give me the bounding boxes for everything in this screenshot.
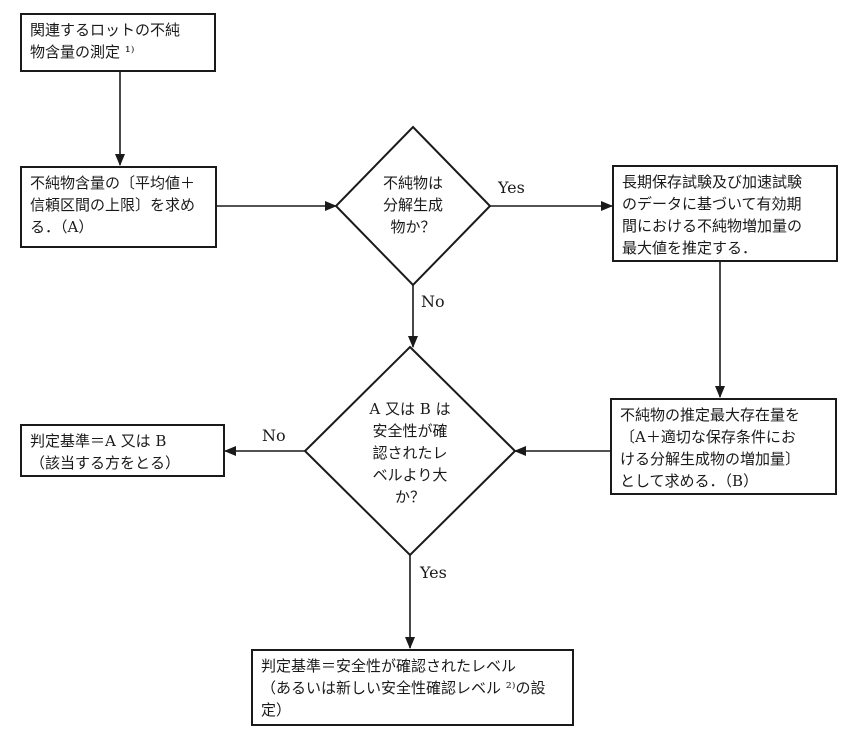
box-calc-b: 不純物の推定最大存在量を 〔A＋適切な保存条件にお ける分解生成物の増加量〕 と…	[610, 398, 837, 495]
box-criteria-safety-level: 判定基準＝安全性が確認されたレベル （あるいは新しい安全性確認レベル ²⁾の設 …	[251, 649, 574, 726]
box-estimate-increase: 長期保存試験及び加速試験 のデータに基づいて有効期 間における不純物増加量の 最…	[612, 165, 838, 262]
box-criteria-a-or-b: 判定基準＝A 又は B （該当する方をとる）	[20, 424, 225, 477]
decision-text-degradation: 不純物は 分解生成 物か？	[382, 174, 443, 236]
decision-text-exceeds: A 又は B は 安全性が確 認されたレ ベルより大 か？	[369, 400, 451, 506]
box-calc-a: 不純物含量の〔平均値＋ 信頼区間の上限〕を求め る．（A）	[20, 166, 217, 248]
label-no-exceeds: No	[262, 426, 286, 445]
label-yes-degradation: Yes	[498, 178, 525, 197]
box-measure-impurity: 関連するロットの不純 物含量の測定 ¹⁾	[20, 13, 216, 72]
label-yes-exceeds: Yes	[420, 563, 447, 582]
label-no-degradation: No	[421, 292, 445, 311]
